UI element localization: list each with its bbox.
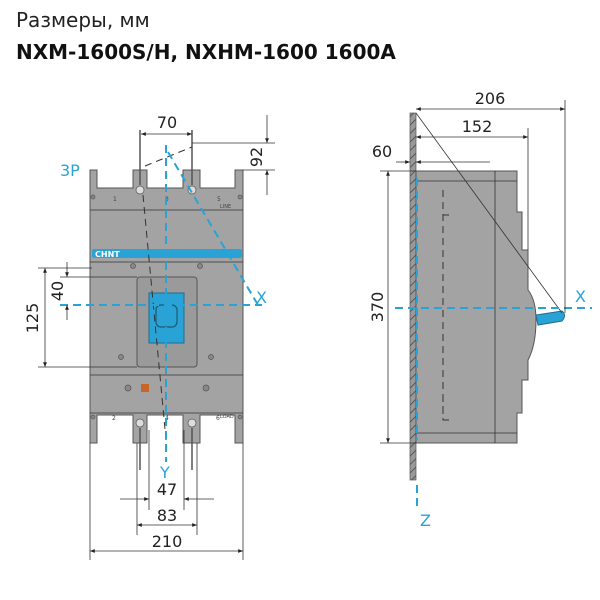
- dim-inner: 47: [157, 480, 177, 499]
- side-handle: [535, 310, 565, 326]
- dim-terminal-height: 92: [247, 147, 266, 167]
- side-view: Z X 206 152 60 370: [368, 89, 592, 530]
- dim-top-spacing: 70: [157, 113, 177, 132]
- load-label: LOAD: [220, 414, 234, 420]
- dim-depth-body: 152: [462, 117, 493, 136]
- dim-height: 370: [368, 292, 387, 323]
- terminal-bolts: [139, 130, 193, 470]
- screws: [90, 185, 243, 428]
- axis-z-label: Z: [420, 511, 431, 530]
- dim-middle: 83: [157, 506, 177, 525]
- mounting-plate: [409, 112, 417, 481]
- hidden-outline: [442, 190, 450, 421]
- swing-line: [415, 112, 563, 314]
- terminal-label: 5: [217, 196, 221, 203]
- terminal-label: 2: [112, 415, 116, 422]
- test-button: [141, 384, 149, 392]
- front-view: CHNT 1 3 5 LINE 2 4 6 LOAD X Y 3P: [23, 113, 275, 560]
- terminal-label: 1: [113, 196, 117, 203]
- dim-handle-offset: 40: [48, 281, 67, 301]
- dim-plate-offset: 60: [372, 142, 392, 161]
- diagonal-axis-line: [167, 151, 259, 306]
- axis-y-label: Y: [159, 463, 170, 482]
- dim-width: 210: [152, 532, 183, 551]
- brand-logo: CHNT: [95, 250, 120, 259]
- axis-x-label: X: [256, 288, 267, 307]
- pole-label: 3P: [60, 161, 80, 180]
- line-label: LINE: [220, 204, 231, 210]
- swing-arc-line: [142, 146, 193, 441]
- terminal-label: 6: [216, 415, 220, 422]
- dim-mount-height: 125: [23, 303, 42, 334]
- dim-depth-total: 206: [475, 89, 506, 108]
- drawing-title: NXM-1600S/H, NXHM-1600 1600A: [16, 40, 396, 64]
- drawing-subtitle: Размеры, мм: [16, 8, 150, 32]
- side-axis-x-label: X: [575, 287, 586, 306]
